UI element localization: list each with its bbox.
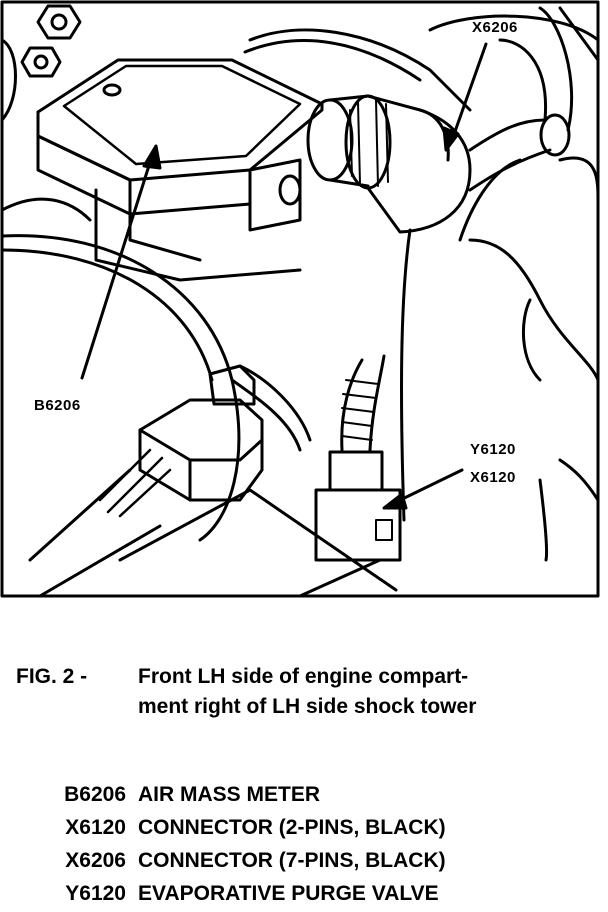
- callout-x6206: X6206: [472, 19, 518, 36]
- legend-description: AIR MASS METER: [138, 783, 321, 806]
- mounting-bracket-drawing: [38, 488, 398, 598]
- legend-code: X6206: [65, 849, 126, 872]
- purge-valve-drawing: [314, 354, 402, 562]
- legend-description: EVAPORATIVE PURGE VALVE: [138, 882, 439, 905]
- caption-line-1: Front LH side of engine compart-: [138, 665, 469, 688]
- legend-code: X6120: [65, 816, 126, 839]
- component-legend: B6206 AIR MASS METER X6120 CONNECTOR (2-…: [16, 780, 596, 912]
- leader-arrows: [80, 42, 488, 510]
- figure-border: [0, 0, 600, 598]
- legend-code: Y6120: [65, 882, 126, 905]
- legend-description: CONNECTOR (2-PINS, BLACK): [138, 816, 446, 839]
- callout-b6206: B6206: [34, 397, 81, 414]
- legend-code: B6206: [64, 783, 126, 806]
- air-mass-meter-drawing: [36, 58, 324, 282]
- mounting-bolts: [0, 4, 92, 222]
- callout-x6120: X6120: [470, 469, 516, 486]
- caption-line-2: ment right of LH side shock tower: [138, 695, 477, 718]
- intake-coupling-drawing: [243, 14, 600, 234]
- legend-row: X6120 CONNECTOR (2-PINS, BLACK): [16, 813, 596, 846]
- engine-illustration: [0, 0, 600, 598]
- engine-block-drawing: [400, 228, 600, 562]
- callout-y6120: Y6120: [470, 441, 516, 458]
- legend-row: Y6120 EVAPORATIVE PURGE VALVE: [16, 879, 596, 912]
- legend-row: B6206 AIR MASS METER: [16, 780, 596, 813]
- legend-row: X6206 CONNECTOR (7-PINS, BLACK): [16, 846, 596, 879]
- figure-caption-text: Front LH side of engine compart- ment ri…: [138, 662, 596, 722]
- vacuum-hose-drawing: [458, 6, 600, 242]
- legend-description: CONNECTOR (7-PINS, BLACK): [138, 849, 446, 872]
- b6206-connector-drawing: [98, 364, 264, 518]
- figure-label: FIG. 2 -: [16, 665, 88, 688]
- engine-compartment-figure: X6206 B6206 Y6120 X6120: [0, 0, 600, 598]
